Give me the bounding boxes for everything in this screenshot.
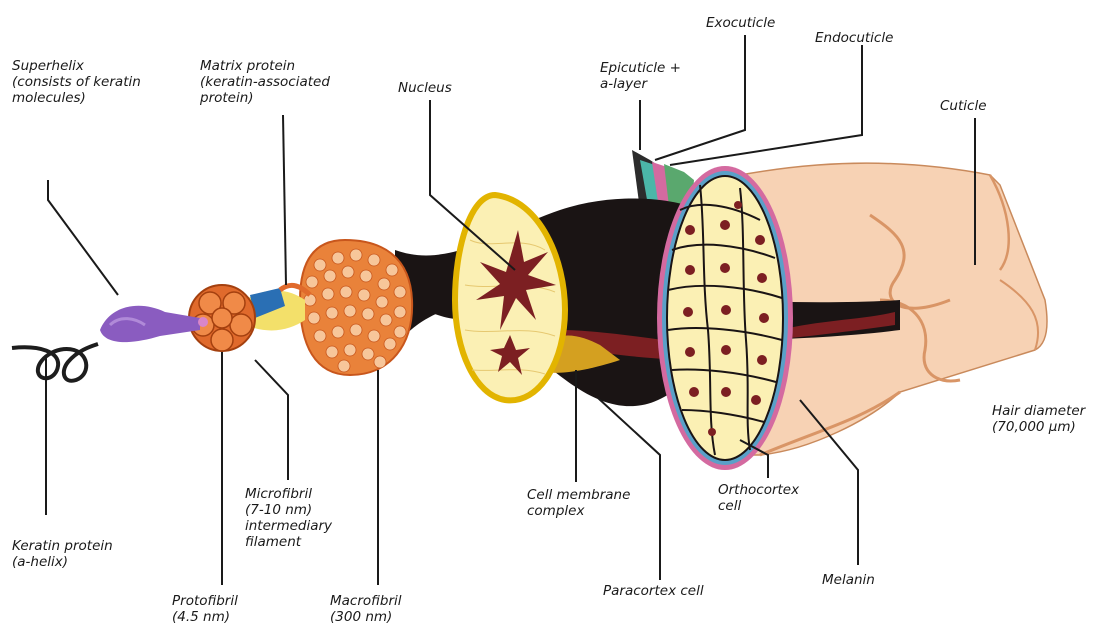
- label-cell-membrane-complex: Cell membrane complex: [527, 487, 630, 519]
- cortex-cross-section: [657, 166, 793, 470]
- label-orthocortex-cell: Orthocortex cell: [718, 482, 799, 514]
- label-exocuticle: Exocuticle: [706, 15, 775, 31]
- label-nucleus: Nucleus: [398, 80, 452, 96]
- label-macrofibril: Macrofibril (300 nm): [330, 593, 402, 625]
- label-matrix-protein: Matrix protein (keratin-associated prote…: [200, 58, 330, 106]
- label-keratin-protein: Keratin protein (a-helix): [12, 538, 113, 570]
- label-hair-diameter: Hair diameter (70,000 µm): [992, 403, 1085, 435]
- keratin-coil: [12, 344, 98, 381]
- label-endocuticle: Endocuticle: [815, 30, 893, 46]
- label-superhelix: Superhelix (consists of keratin molecule…: [12, 58, 141, 106]
- label-microfibril: Microfibril (7-10 nm) intermediary filam…: [245, 486, 332, 550]
- label-protofibril: Protofibril (4.5 nm): [172, 593, 238, 625]
- label-paracortex-cell: Paracortex cell: [603, 583, 704, 599]
- label-melanin: Melanin: [822, 572, 875, 588]
- label-epicuticle: Epicuticle + a-layer: [600, 60, 681, 92]
- label-cuticle: Cuticle: [940, 98, 987, 114]
